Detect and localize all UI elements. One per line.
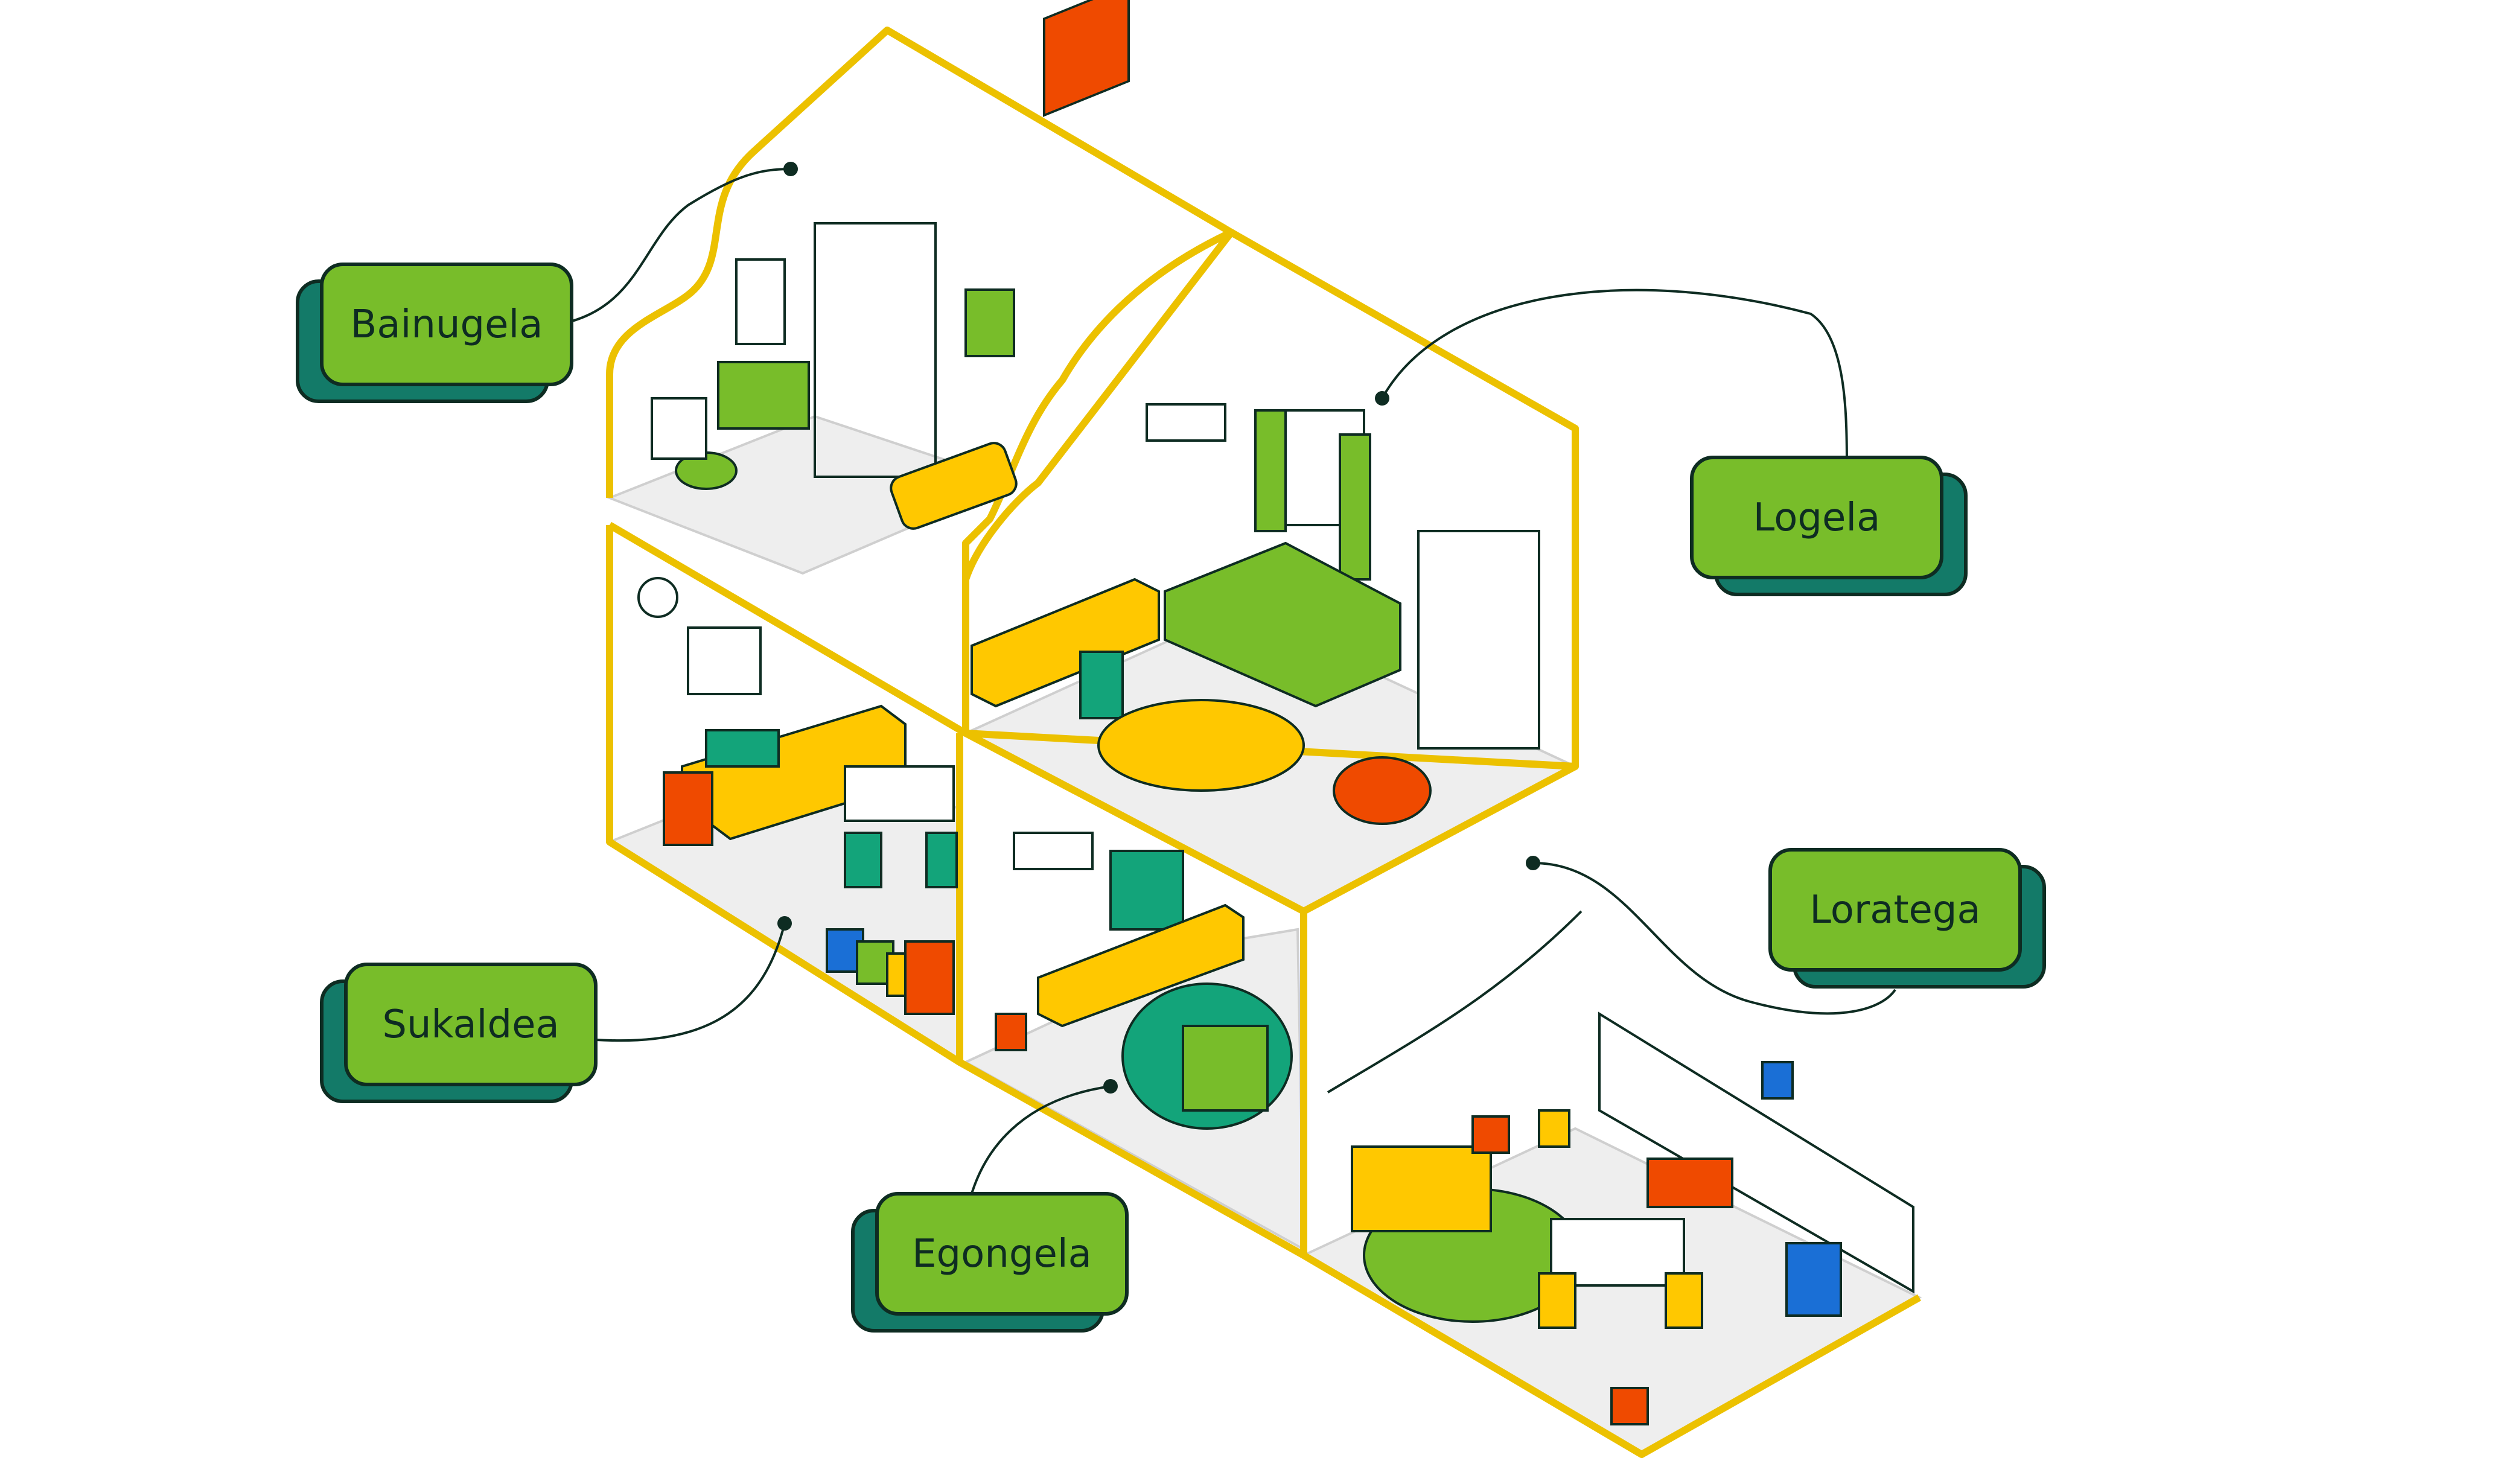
toilet-tank bbox=[651, 397, 707, 460]
bathroom-furniture bbox=[651, 222, 1018, 530]
label-bathroom-text: Bainugela bbox=[350, 302, 543, 347]
range-hood bbox=[687, 626, 762, 695]
kitchen-table bbox=[844, 765, 955, 822]
string-lights bbox=[1327, 910, 1583, 1094]
rain-barrel bbox=[1785, 1242, 1842, 1317]
leader-dot-bathroom bbox=[783, 162, 798, 176]
label-kitchen-face: Sukaldea bbox=[344, 963, 598, 1086]
kitchen-cooktop bbox=[705, 729, 780, 768]
bean-bag bbox=[1333, 756, 1432, 825]
label-bedroom-text: Logela bbox=[1753, 495, 1881, 540]
leader-dot-living bbox=[1103, 1079, 1118, 1094]
bath-cabinet bbox=[717, 361, 810, 430]
wall-board bbox=[1043, 0, 1130, 117]
leader-kitchen bbox=[573, 923, 786, 1042]
label-bedroom-face: Logela bbox=[1690, 456, 1943, 579]
label-living-room-text: Egongela bbox=[912, 1231, 1092, 1276]
leader-dots bbox=[777, 162, 1540, 1094]
label-bedroom: Logela bbox=[1690, 456, 1968, 596]
garden-chair-2 bbox=[1665, 1272, 1703, 1329]
stool-1 bbox=[844, 832, 882, 888]
garden-pot-3 bbox=[1610, 1387, 1649, 1425]
armchair bbox=[1182, 1025, 1269, 1112]
bedroom-rug bbox=[1097, 699, 1305, 792]
air-conditioner-living bbox=[1013, 832, 1094, 870]
stool-2 bbox=[925, 832, 958, 888]
pallet-sofa bbox=[1351, 1145, 1492, 1232]
bath-mat bbox=[890, 442, 1018, 530]
label-garden: Loratega bbox=[1768, 848, 2046, 989]
leader-bedroom bbox=[1381, 288, 1848, 471]
garden-furniture bbox=[1327, 910, 1914, 1425]
bed bbox=[1164, 541, 1401, 708]
wall-clock bbox=[637, 577, 678, 618]
leader-dot-garden bbox=[1526, 856, 1540, 870]
leader-living bbox=[964, 1085, 1111, 1220]
garden-base-outline bbox=[1301, 1252, 1921, 1458]
kitchen-furniture bbox=[637, 577, 958, 1015]
leader-bathroom bbox=[549, 168, 791, 327]
bedroom-wall-outline bbox=[962, 229, 1579, 915]
leader-dot-bedroom bbox=[1375, 391, 1389, 406]
label-garden-face: Loratega bbox=[1768, 848, 2022, 972]
bookshelf bbox=[1417, 530, 1540, 750]
label-garden-text: Loratega bbox=[1809, 887, 1981, 932]
tv bbox=[1109, 850, 1184, 931]
kitchen-wall-outline bbox=[606, 525, 963, 1066]
label-bathroom-face: Bainugela bbox=[320, 263, 573, 386]
label-living-room-face: Egongela bbox=[875, 1192, 1129, 1316]
air-conditioner-bedroom bbox=[1146, 403, 1226, 442]
leader-garden bbox=[1532, 862, 1896, 1015]
garden-chair-1 bbox=[1538, 1272, 1576, 1329]
tv-cabinet bbox=[1037, 903, 1245, 1028]
house-outline bbox=[606, 27, 1921, 1458]
label-kitchen-text: Sukaldea bbox=[382, 1002, 559, 1047]
living-furniture bbox=[995, 832, 1293, 1130]
desk bbox=[971, 578, 1160, 708]
towel-radiator bbox=[964, 288, 1015, 357]
leader-dot-kitchen bbox=[777, 916, 792, 931]
crate-stack bbox=[904, 940, 955, 1015]
solar-lamp bbox=[1761, 1061, 1794, 1100]
desk-chair bbox=[1079, 651, 1124, 719]
label-kitchen: Sukaldea bbox=[320, 963, 598, 1103]
garden-pot-2 bbox=[1538, 1109, 1570, 1148]
garden-bench bbox=[1646, 1158, 1733, 1208]
shower-enclosure bbox=[814, 222, 937, 478]
bath-mirror bbox=[735, 258, 786, 345]
curtains bbox=[1254, 409, 1371, 581]
label-living-room: Egongela bbox=[851, 1192, 1129, 1333]
label-bathroom: Bainugela bbox=[296, 263, 573, 403]
leader-lines bbox=[549, 168, 1896, 1220]
kitchen-trolley bbox=[663, 771, 713, 846]
garden-fence bbox=[1598, 1011, 1914, 1294]
bedroom-furniture bbox=[971, 0, 1540, 825]
living-plant-pot bbox=[995, 1013, 1027, 1051]
garden-pot-1 bbox=[1471, 1115, 1510, 1154]
